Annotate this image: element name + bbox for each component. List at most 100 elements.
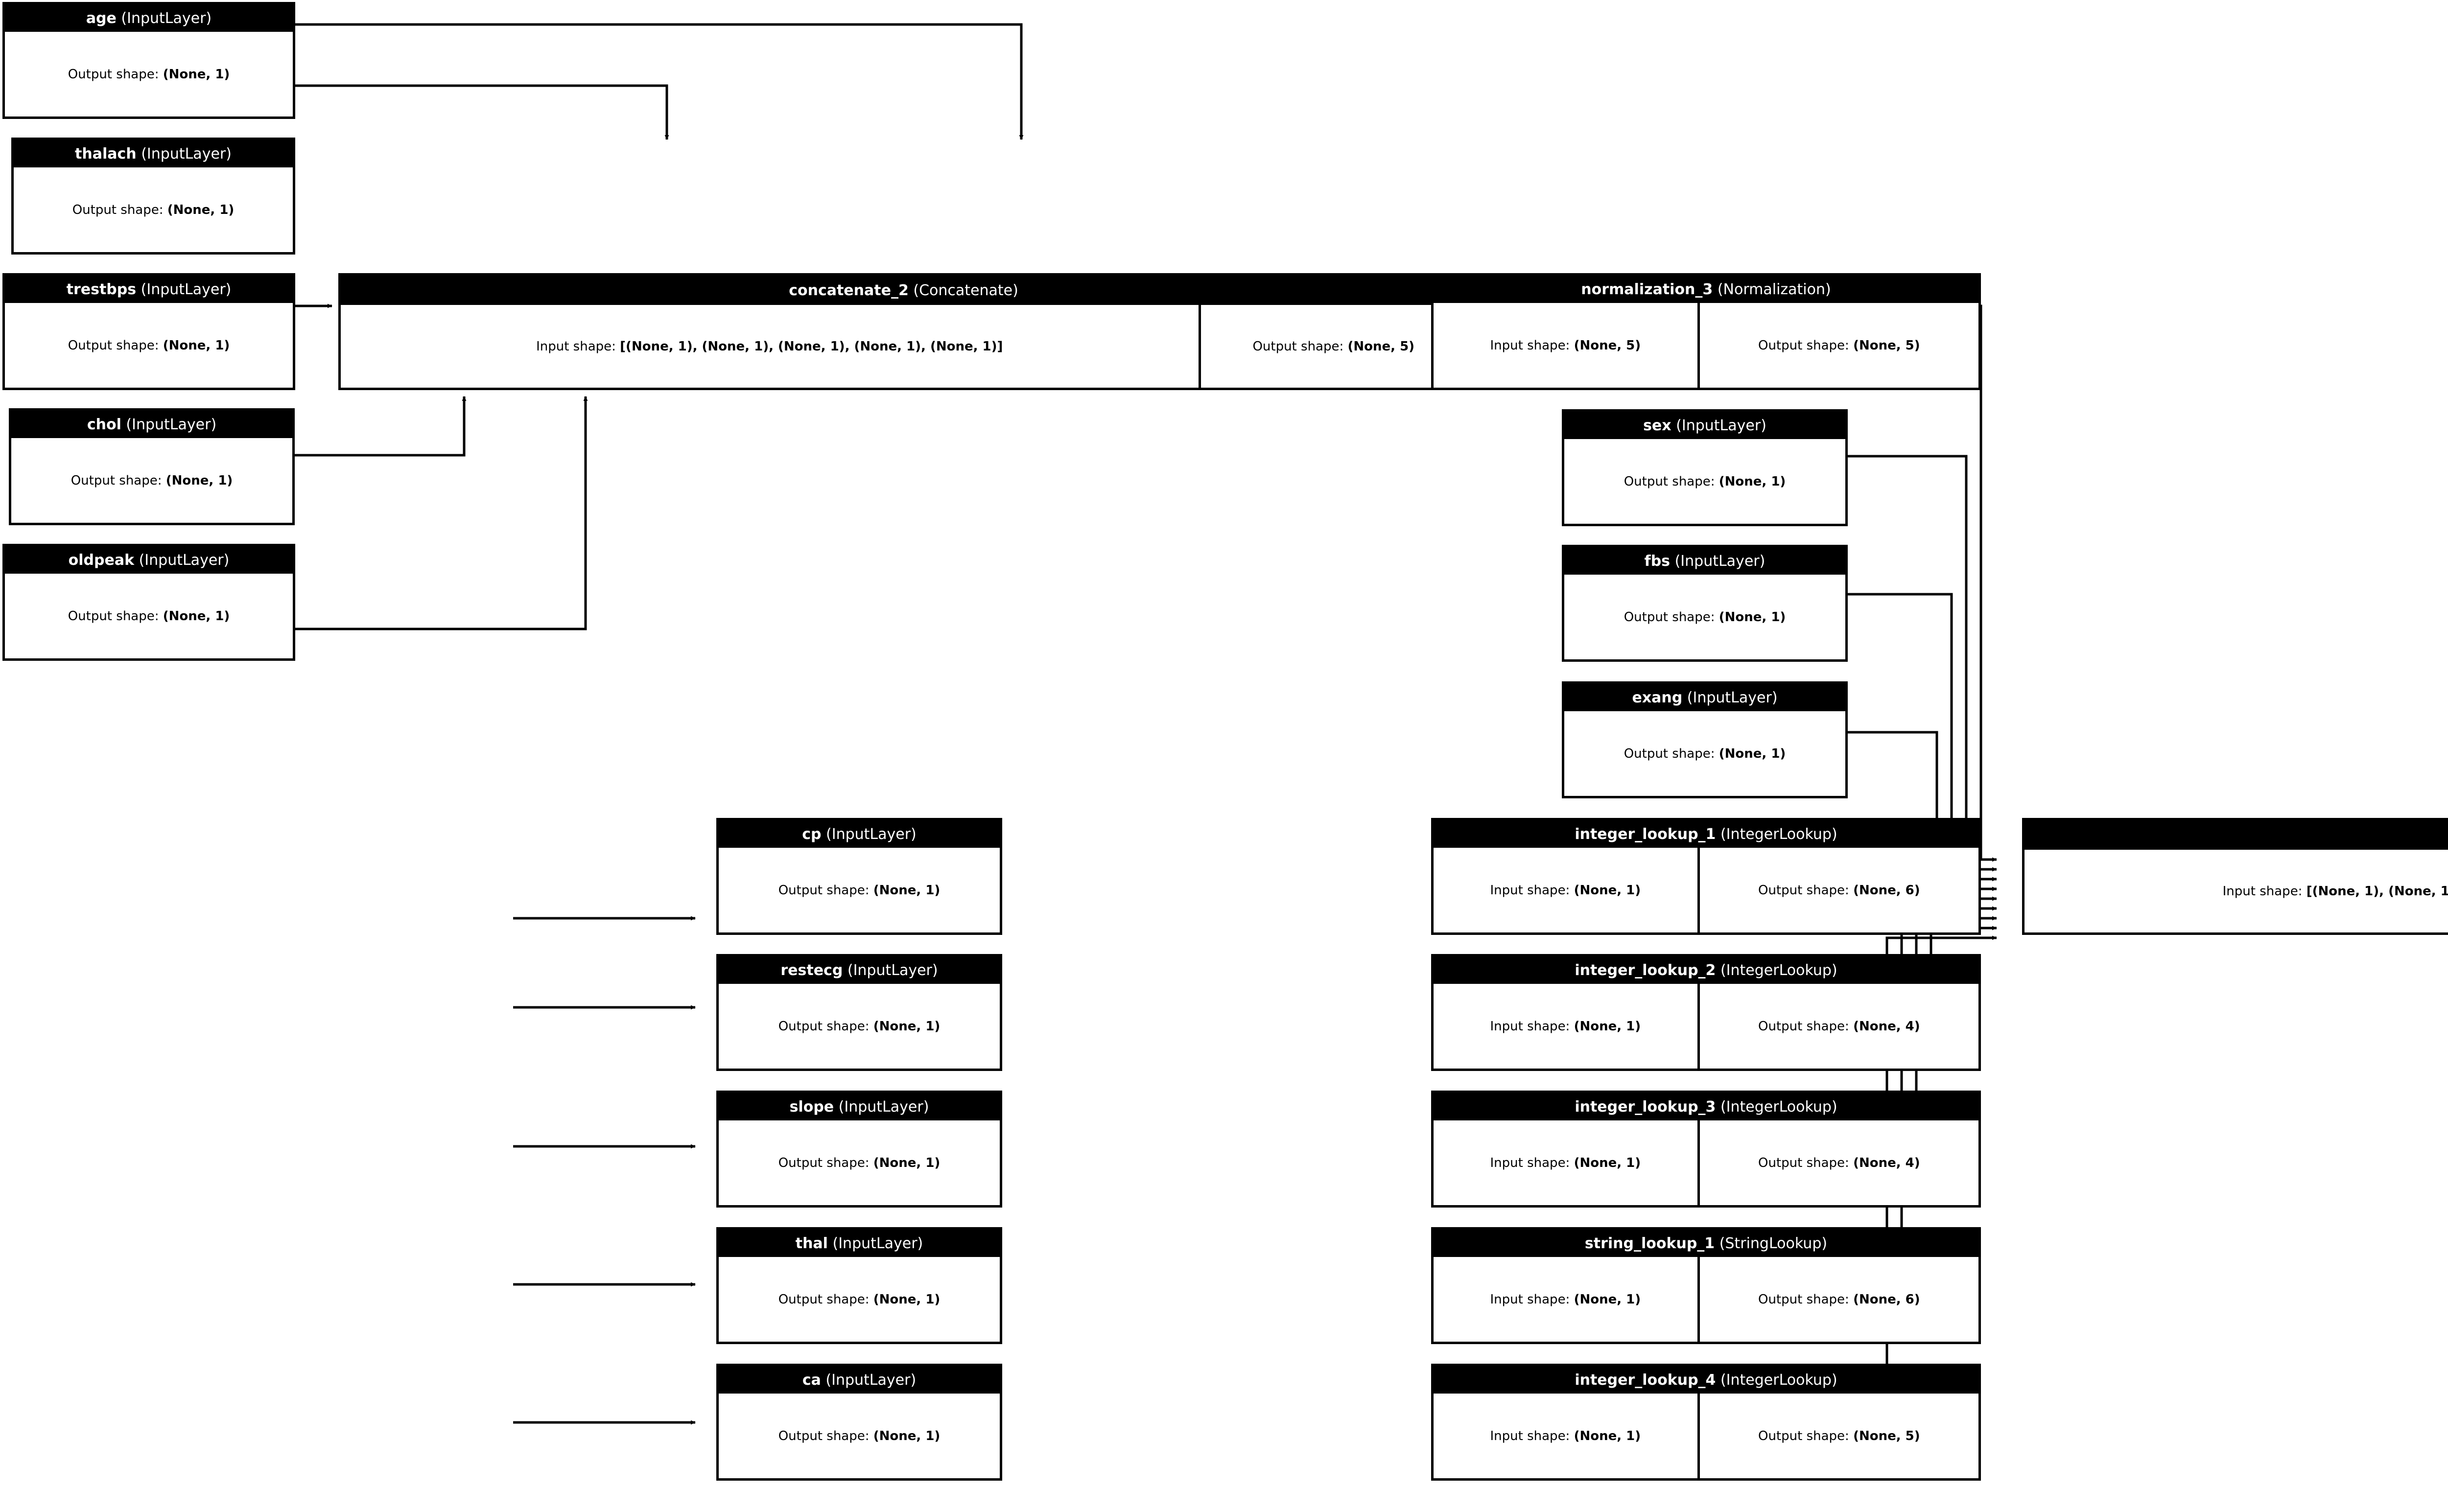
layer-class: (InputLayer): [834, 1098, 929, 1116]
shape-cell-string_lookup_1-1: Output shape: (None, 6): [1699, 1257, 1978, 1342]
shape-label: Output shape:: [1758, 1292, 1854, 1307]
node-title-concatenate_3: concatenate_3 (Concatenate): [2024, 820, 2448, 850]
layer-class: (InputLayer): [116, 9, 212, 27]
node-body-slope: Output shape: (None, 1): [719, 1120, 1000, 1205]
node-ca[interactable]: ca (InputLayer)Output shape: (None, 1): [716, 1364, 1002, 1481]
node-integer_lookup_3[interactable]: integer_lookup_3 (IntegerLookup) Input sh…: [1431, 1091, 1981, 1208]
node-integer_lookup_1[interactable]: integer_lookup_1 (IntegerLookup)Input sh…: [1431, 818, 1981, 935]
shape-value: (None, 1): [873, 1428, 941, 1443]
layer-name: chol: [87, 416, 121, 433]
shape-value: (None, 1): [163, 608, 230, 624]
shape-value: [(None, 1), (None, 1), (None, 1), (None,…: [620, 339, 1003, 354]
shape-cell-integer_lookup_2-0: Input shape: (None, 1): [1434, 984, 1697, 1069]
node-normalization_3[interactable]: normalization_3 (Normalization)Input sha…: [1431, 273, 1981, 390]
layer-class: (IntegerLookup): [1716, 825, 1837, 843]
shape-value: (None, 5): [1347, 339, 1415, 354]
shape-cell-trestbps-0: Output shape: (None, 1): [5, 303, 293, 388]
layer-name: integer_lookup_3: [1575, 1098, 1716, 1116]
shape-value: (None, 1): [163, 338, 230, 353]
node-title-thal: thal (InputLayer): [719, 1230, 1000, 1257]
node-string_lookup_1[interactable]: string_lookup_1 (StringLookup)Input shap…: [1431, 1227, 1981, 1344]
shape-cell-exang-0: Output shape: (None, 1): [1564, 711, 1845, 796]
shape-value: (None, 4): [1853, 1155, 1920, 1170]
node-body-ca: Output shape: (None, 1): [719, 1394, 1000, 1478]
node-body-string_lookup_1: Input shape: (None, 1)Output shape: (Non…: [1434, 1257, 1978, 1342]
layer-name: trestbps: [66, 280, 137, 298]
shape-label: Output shape:: [68, 608, 163, 624]
layer-class: (InputLayer): [136, 145, 232, 163]
shape-value: (None, 1): [1574, 883, 1641, 898]
node-fbs[interactable]: fbs (InputLayer)Output shape: (None, 1): [1562, 545, 1848, 662]
shape-label: Output shape:: [71, 473, 166, 488]
node-integer_lookup_2[interactable]: integer_lookup_2 (IntegerLookup)Input sh…: [1431, 954, 1981, 1071]
shape-label: Output shape:: [778, 1155, 873, 1170]
shape-value: (None, 1): [163, 67, 230, 82]
layer-class: (IntegerLookup): [1716, 1098, 1837, 1116]
shape-cell-integer_lookup_1-1: Output shape: (None, 6): [1699, 848, 1978, 932]
shape-label: Output shape:: [1624, 746, 1719, 761]
layer-name: restecg: [780, 961, 843, 979]
node-body-concatenate_3: Input shape: [(None, 1), (None, 1), (Non…: [2024, 850, 2448, 932]
layer-class: (Concatenate): [908, 281, 1018, 299]
node-integer_lookup_4[interactable]: integer_lookup_4 (IntegerLookup)Input sh…: [1431, 1364, 1981, 1481]
node-body-sex: Output shape: (None, 1): [1564, 439, 1845, 524]
shape-label: Input shape:: [1490, 338, 1574, 353]
node-title-trestbps: trestbps (InputLayer): [5, 276, 293, 303]
shape-value: (None, 6): [1853, 1292, 1920, 1307]
node-body-cp: Output shape: (None, 1): [719, 848, 1000, 932]
shape-label: Output shape:: [68, 338, 163, 353]
node-title-age: age (InputLayer): [5, 4, 293, 32]
node-sex[interactable]: sex (InputLayer)Output shape: (None, 1): [1562, 409, 1848, 526]
node-thal[interactable]: thal (InputLayer)Output shape: (None, 1): [716, 1227, 1002, 1344]
node-trestbps[interactable]: trestbps (InputLayer)Output shape: (None…: [2, 273, 295, 390]
node-restecg[interactable]: restecg (InputLayer)Output shape: (None,…: [716, 954, 1002, 1071]
layer-name: concatenate_2: [789, 281, 909, 299]
shape-label: Output shape:: [1758, 883, 1854, 898]
shape-value: [(None, 1), (None, 1), (None, 1), (None,…: [2306, 884, 2448, 899]
shape-value: (None, 1): [873, 1155, 941, 1170]
node-title-integer_lookup_1: integer_lookup_1 (IntegerLookup): [1434, 820, 1978, 848]
node-title-thalach: thalach (InputLayer): [14, 140, 293, 167]
shape-cell-cp-0: Output shape: (None, 1): [719, 848, 1000, 932]
shape-cell-sex-0: Output shape: (None, 1): [1564, 439, 1845, 524]
shape-label: Output shape:: [1758, 1428, 1854, 1443]
shape-label: Output shape:: [778, 1019, 873, 1034]
shape-label: Input shape:: [1490, 1155, 1574, 1170]
layer-name: slope: [789, 1098, 834, 1116]
node-exang[interactable]: exang (InputLayer)Output shape: (None, 1…: [1562, 681, 1848, 798]
layer-name: sex: [1643, 417, 1671, 434]
node-body-age: Output shape: (None, 1): [5, 32, 293, 116]
node-thalach[interactable]: thalach (InputLayer)Output shape: (None,…: [11, 138, 295, 255]
layer-name: ca: [802, 1371, 821, 1389]
shape-cell-integer_lookup_4-0: Input shape: (None, 1): [1434, 1394, 1697, 1478]
shape-label: Output shape:: [68, 67, 163, 82]
shape-label: Output shape:: [778, 1292, 873, 1307]
shape-value: (None, 1): [167, 202, 235, 217]
node-title-slope: slope (InputLayer): [719, 1093, 1000, 1120]
node-concatenate_2[interactable]: concatenate_2 (Concatenate)Input shape: …: [338, 273, 1469, 390]
shape-cell-restecg-0: Output shape: (None, 1): [719, 984, 1000, 1069]
layer-name: fbs: [1644, 552, 1671, 570]
node-title-concatenate_2: concatenate_2 (Concatenate): [341, 276, 1466, 305]
shape-cell-ca-0: Output shape: (None, 1): [719, 1394, 1000, 1478]
shape-label: Output shape:: [1758, 1019, 1854, 1034]
layer-name: integer_lookup_2: [1575, 961, 1716, 979]
shape-label: Output shape:: [1624, 474, 1719, 489]
layer-class: (Normalization): [1713, 280, 1831, 298]
layer-name: thalach: [75, 145, 137, 163]
node-age[interactable]: age (InputLayer)Output shape: (None, 1): [2, 2, 295, 119]
node-slope[interactable]: slope (InputLayer)Output shape: (None, 1…: [716, 1091, 1002, 1208]
shape-cell-age-0: Output shape: (None, 1): [5, 32, 293, 116]
shape-cell-concatenate_2-1: Output shape: (None, 5): [1200, 305, 1466, 388]
shape-cell-fbs-0: Output shape: (None, 1): [1564, 575, 1845, 659]
shape-cell-oldpeak-0: Output shape: (None, 1): [5, 574, 293, 658]
node-concatenate_3[interactable]: concatenate_3 (Concatenate)Input shape: …: [2022, 818, 2448, 935]
layer-name: exang: [1632, 689, 1683, 706]
shape-label: Output shape:: [1252, 339, 1348, 354]
node-oldpeak[interactable]: oldpeak (InputLayer)Output shape: (None,…: [2, 544, 295, 661]
node-cp[interactable]: cp (InputLayer)Output shape: (None, 1): [716, 818, 1002, 935]
edge-sex-to-concatenate_3: [1825, 455, 1997, 872]
node-chol[interactable]: chol (InputLayer)Output shape: (None, 1): [9, 408, 295, 525]
shape-value: (None, 5): [1853, 1428, 1920, 1443]
